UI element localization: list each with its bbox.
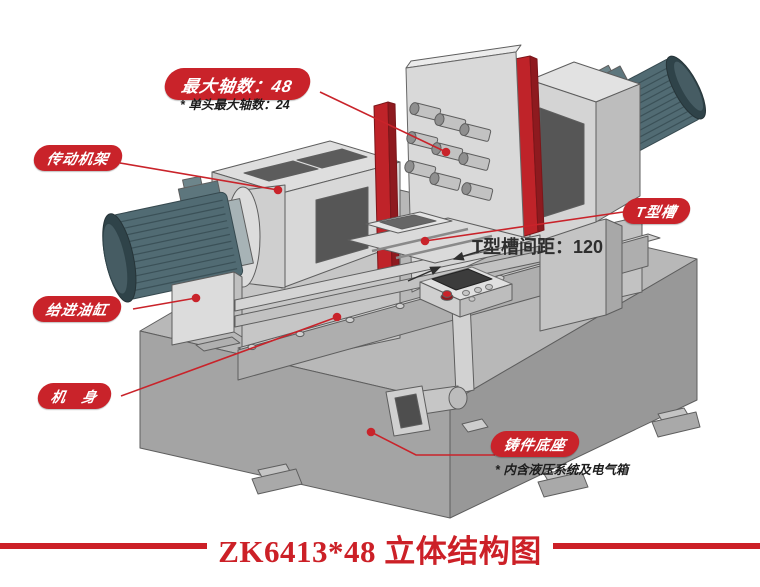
callout-dot bbox=[332, 312, 342, 322]
machine-body-group bbox=[102, 44, 706, 519]
t-slot-spacing-annotation: T型槽间距：120 bbox=[472, 237, 604, 257]
callout-dots bbox=[191, 147, 451, 437]
callout-pill-feed-cylinder: 给进油缸 bbox=[30, 296, 124, 322]
callout-note-max-axes: * 单头最大轴数：24 bbox=[180, 98, 290, 112]
right-gearbox bbox=[529, 61, 641, 245]
callout-lines bbox=[119, 91, 624, 456]
callout-dot bbox=[441, 147, 451, 157]
callout-note-cast-base: * 内含液压系统及电气箱 bbox=[495, 463, 629, 477]
left-motor bbox=[102, 175, 254, 303]
page-title: ZK6413*48 立体结构图 bbox=[218, 534, 542, 569]
t-slot-spacing-arrows bbox=[407, 247, 491, 282]
callout-dot bbox=[420, 236, 430, 246]
title-bar-left bbox=[0, 543, 207, 549]
estop-button-icon bbox=[441, 290, 453, 298]
callout-pill-machine-body: 机 身 bbox=[35, 383, 113, 409]
control-arm bbox=[385, 301, 475, 437]
callout-pill-cast-base: 铸件底座 bbox=[488, 431, 582, 457]
base-feet bbox=[251, 407, 701, 498]
callout-dot bbox=[366, 427, 376, 437]
control-panel bbox=[419, 266, 513, 318]
callout-pill-t-slot: T型槽 bbox=[620, 198, 693, 224]
callout-pill-transmission-frame: 传动机架 bbox=[31, 145, 125, 171]
right-column bbox=[539, 218, 623, 332]
spindle-bosses bbox=[404, 102, 494, 201]
title-bar-right bbox=[553, 543, 760, 549]
callout-dot bbox=[273, 185, 283, 195]
callout-dot bbox=[191, 293, 201, 303]
